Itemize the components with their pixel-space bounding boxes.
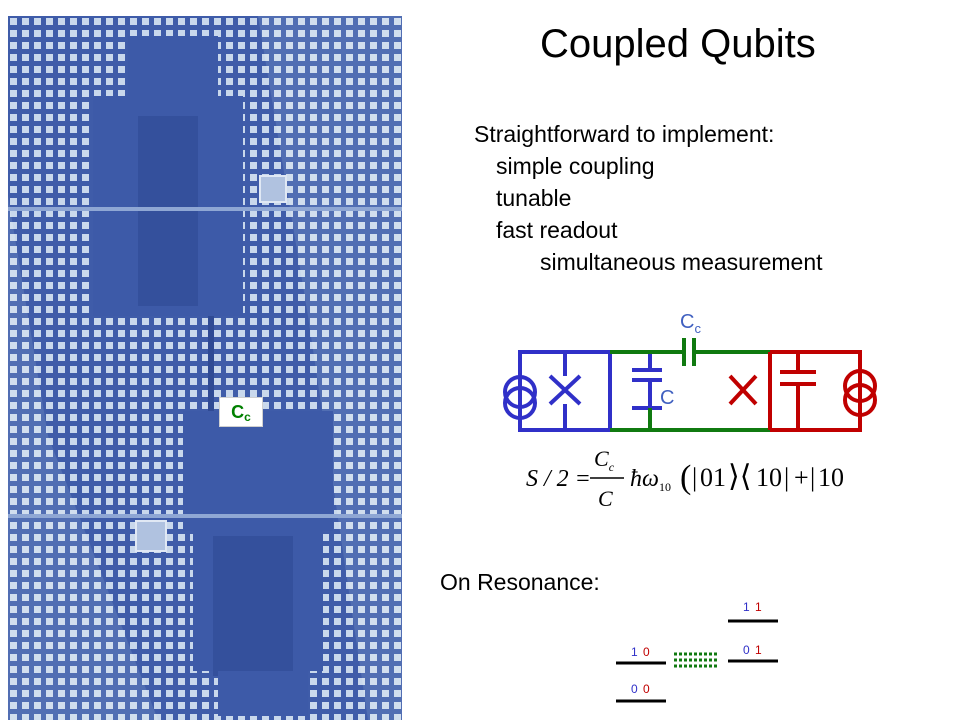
paren-open: ( bbox=[680, 459, 691, 496]
chip-micrograph-image bbox=[8, 16, 402, 720]
ket-term: 01 bbox=[700, 463, 726, 492]
coupled-qubit-circuit: Cc C bbox=[503, 311, 877, 432]
svg-text:0: 0 bbox=[643, 682, 650, 696]
top-qubit-pad bbox=[8, 36, 402, 316]
coupler-capacitor-label: Cc bbox=[219, 397, 263, 427]
formula-lhs: S / 2 = bbox=[526, 466, 591, 492]
ket-term: 10 bbox=[756, 463, 782, 492]
svg-text:1: 1 bbox=[631, 645, 638, 659]
page-title: Coupled Qubits bbox=[540, 22, 816, 66]
svg-text:0: 0 bbox=[631, 682, 638, 696]
plus-sign: + bbox=[794, 463, 809, 492]
svg-text:0: 0 bbox=[743, 643, 750, 657]
svg-text:1: 1 bbox=[755, 643, 762, 657]
feature-subitem: simultaneous measurement bbox=[540, 249, 823, 275]
ket-bar: | bbox=[810, 463, 815, 492]
coupler-label-main: C bbox=[231, 402, 245, 422]
ket-bar: | bbox=[692, 463, 697, 492]
energy-level-diagram: 1 1 0 1 1 0 0 0 bbox=[616, 600, 778, 703]
level-00: 0 0 bbox=[616, 682, 666, 703]
feature-item: fast readout bbox=[496, 217, 618, 243]
svg-text:1: 1 bbox=[743, 600, 750, 614]
level-10: 1 0 bbox=[616, 645, 666, 665]
formula-hbar-omega: ħω10 bbox=[630, 466, 671, 494]
right-qubit-circuit bbox=[728, 350, 877, 432]
feature-item: tunable bbox=[496, 185, 572, 211]
svg-text:0: 0 bbox=[643, 645, 650, 659]
coupling-formula: S / 2 = Cc C ħω10 ( | 01 ⟩⟨ 10 | + | 10 bbox=[526, 446, 844, 511]
feature-list: Straightforward to implement: simple cou… bbox=[474, 118, 823, 278]
feature-heading: Straightforward to implement: bbox=[474, 121, 775, 147]
coupling-cap-label: Cc bbox=[680, 311, 701, 336]
ket-angle: ⟩⟨ bbox=[728, 460, 751, 493]
svg-text:1: 1 bbox=[755, 600, 762, 614]
coupler-label-sub: c bbox=[244, 410, 251, 424]
level-11: 1 1 bbox=[728, 600, 778, 623]
micrograph-svg bbox=[8, 16, 402, 720]
formula-numerator: Cc bbox=[594, 446, 615, 474]
ket-bar: | bbox=[784, 463, 789, 492]
coupling-capacitor bbox=[610, 338, 770, 432]
formula-denominator: C bbox=[598, 486, 613, 511]
left-qubit-circuit bbox=[503, 350, 662, 432]
qubit-cap-label: C bbox=[660, 387, 674, 409]
formula-bracket-terms: ( | 01 ⟩⟨ 10 | + | 10 bbox=[680, 459, 844, 496]
resonance-label: On Resonance: bbox=[440, 569, 600, 595]
feature-item: simple coupling bbox=[496, 153, 655, 179]
bottom-qubit-pad bbox=[8, 411, 402, 716]
level-01: 0 1 bbox=[728, 643, 778, 663]
coupling-dots bbox=[674, 652, 718, 668]
ket-term: 10 bbox=[818, 463, 844, 492]
